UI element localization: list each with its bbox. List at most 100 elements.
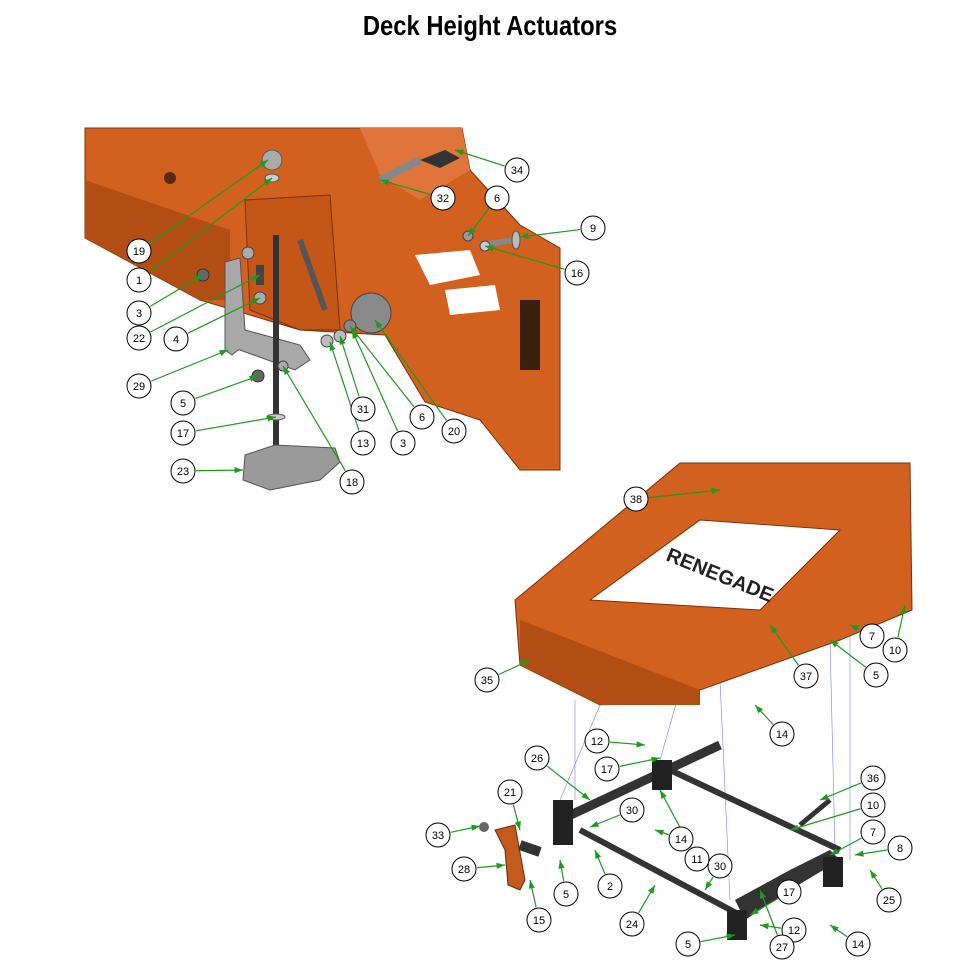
callout-circle bbox=[170, 420, 196, 446]
leader-line bbox=[195, 375, 259, 400]
callout-number: 15 bbox=[533, 915, 545, 927]
arrowhead-icon bbox=[830, 640, 839, 648]
callout-number: 5 bbox=[563, 889, 569, 901]
leader-line bbox=[187, 297, 261, 334]
leader-line bbox=[351, 329, 399, 432]
callout-circle bbox=[769, 721, 795, 747]
callout-12: 12 bbox=[584, 728, 610, 754]
arrowhead-icon bbox=[520, 232, 529, 240]
arrowhead-icon bbox=[636, 741, 645, 748]
callout-number: 7 bbox=[869, 631, 875, 643]
callout-circle bbox=[474, 667, 500, 693]
callout-1: 1 bbox=[126, 267, 152, 293]
callout-7: 7 bbox=[860, 819, 886, 845]
arrowhead-icon bbox=[263, 178, 272, 186]
callout-number: 5 bbox=[180, 398, 186, 410]
arrowhead-icon bbox=[219, 350, 228, 357]
callout-number: 14 bbox=[675, 834, 687, 846]
callout-10: 10 bbox=[882, 637, 908, 663]
callout-12: 12 bbox=[781, 917, 807, 943]
callout-number: 10 bbox=[867, 800, 879, 812]
callout-number: 10 bbox=[889, 645, 901, 657]
callout-number: 27 bbox=[776, 942, 788, 954]
callout-14: 14 bbox=[769, 721, 795, 747]
arrowhead-icon bbox=[870, 870, 878, 879]
callout-35: 35 bbox=[474, 667, 500, 693]
callout-number: 12 bbox=[788, 925, 800, 937]
leader-line bbox=[519, 228, 581, 238]
callout-number: 9 bbox=[590, 223, 596, 235]
callout-32: 32 bbox=[430, 185, 456, 211]
arrowhead-icon bbox=[485, 245, 494, 252]
callout-circle bbox=[860, 765, 886, 791]
arrowhead-icon bbox=[558, 860, 565, 869]
callout-3: 3 bbox=[126, 300, 152, 326]
callout-circle bbox=[859, 623, 885, 649]
callout-circle bbox=[170, 390, 196, 416]
callout-circle bbox=[564, 260, 590, 286]
arrowhead-icon bbox=[850, 625, 859, 632]
arrowhead-icon bbox=[514, 821, 521, 830]
callout-23: 23 bbox=[170, 458, 196, 484]
callout-circle bbox=[684, 846, 710, 872]
arrowhead-icon bbox=[339, 336, 346, 345]
arrowhead-icon bbox=[352, 330, 359, 339]
arrowhead-icon bbox=[249, 375, 258, 382]
callout-22: 22 bbox=[126, 325, 152, 351]
arrowhead-icon bbox=[581, 792, 590, 800]
callout-number: 34 bbox=[511, 165, 523, 177]
callout-number: 13 bbox=[357, 438, 369, 450]
leader-line bbox=[149, 274, 204, 307]
callout-circle bbox=[126, 238, 152, 264]
callout-number: 20 bbox=[448, 426, 460, 438]
arrowhead-icon bbox=[455, 149, 464, 156]
callout-18: 18 bbox=[339, 469, 365, 495]
callout-5: 5 bbox=[170, 390, 196, 416]
callout-circle bbox=[350, 396, 376, 422]
leader-line bbox=[195, 416, 277, 432]
callout-number: 26 bbox=[531, 753, 543, 765]
callout-17: 17 bbox=[776, 879, 802, 905]
callout-number: 8 bbox=[897, 843, 903, 855]
callout-number: 22 bbox=[133, 333, 145, 345]
callout-number: 23 bbox=[177, 466, 189, 478]
callout-27: 27 bbox=[769, 934, 795, 960]
leader-lines bbox=[148, 149, 907, 943]
arrowhead-icon bbox=[648, 885, 655, 894]
leader-line bbox=[150, 274, 261, 333]
callout-circle bbox=[526, 907, 552, 933]
callout-26: 26 bbox=[524, 745, 550, 771]
callout-circle bbox=[675, 931, 701, 957]
callout-circle bbox=[425, 822, 451, 848]
arrowhead-icon bbox=[760, 923, 769, 930]
callout-20: 20 bbox=[441, 418, 467, 444]
callout-number: 19 bbox=[133, 246, 145, 258]
callout-circle bbox=[876, 887, 902, 913]
arrowhead-icon bbox=[790, 824, 799, 831]
lower-frame-assembly: RENEGADE bbox=[514, 462, 913, 706]
callout-14: 14 bbox=[845, 931, 871, 957]
callout-number: 17 bbox=[601, 764, 613, 776]
arrowhead-icon bbox=[267, 415, 276, 422]
callout-17: 17 bbox=[170, 420, 196, 446]
callout-circle bbox=[860, 792, 886, 818]
callout-number: 21 bbox=[504, 787, 516, 799]
callout-circle bbox=[504, 157, 530, 183]
callout-31: 31 bbox=[350, 396, 376, 422]
callout-21: 21 bbox=[497, 779, 523, 805]
arrowhead-icon bbox=[496, 862, 505, 869]
callout-number: 18 bbox=[346, 477, 358, 489]
callout-circle bbox=[781, 917, 807, 943]
callout-number: 29 bbox=[133, 381, 145, 393]
callout-number: 28 bbox=[458, 864, 470, 876]
leader-line bbox=[150, 349, 229, 382]
leader-line bbox=[339, 335, 360, 397]
callout-number: 6 bbox=[494, 193, 500, 205]
arrowhead-icon bbox=[770, 625, 778, 634]
callout-number: 33 bbox=[432, 830, 444, 842]
callout-circle bbox=[793, 663, 819, 689]
callout-24: 24 bbox=[619, 911, 645, 937]
arrowhead-icon bbox=[375, 320, 383, 329]
callout-circle bbox=[619, 911, 645, 937]
